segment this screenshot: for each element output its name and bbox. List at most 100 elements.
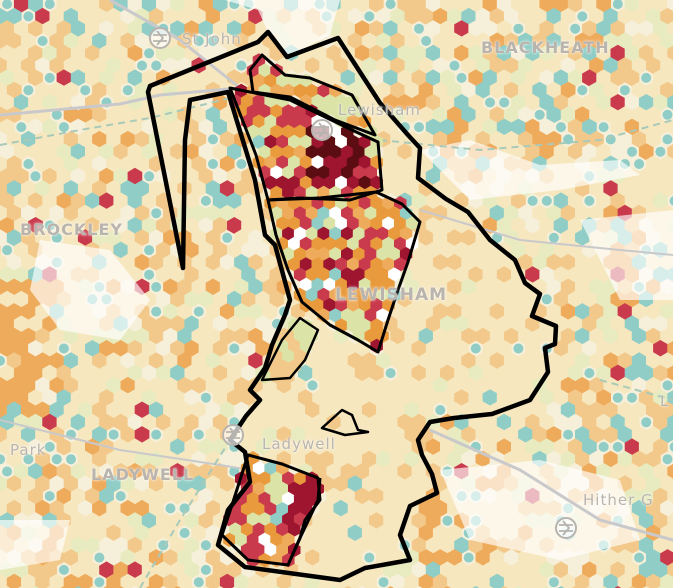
- hex-cell: [319, 352, 334, 370]
- hex-cell: [518, 32, 533, 50]
- hex-cell: [546, 376, 562, 394]
- hex-cell: [106, 81, 121, 99]
- hex-cell: [641, 417, 652, 428]
- hex-cell: [141, 0, 157, 13]
- hex-cell: [503, 327, 519, 345]
- focus-hex-cell: [264, 175, 277, 190]
- hex-cell: [99, 561, 114, 579]
- hex-cell: [177, 573, 192, 588]
- hex-cell: [191, 7, 207, 25]
- hex-cell: [553, 0, 569, 13]
- hex-cell: [414, 23, 424, 34]
- hex-cell: [575, 450, 590, 468]
- hex-cell: [525, 20, 540, 38]
- boundary-outer[interactable]: [145, 29, 559, 583]
- hex-cell: [369, 20, 384, 38]
- hex-cell: [333, 499, 349, 517]
- hex-cell: [305, 57, 320, 75]
- hex-cell: [546, 81, 562, 99]
- hex-cell: [13, 167, 29, 185]
- hex-cell: [496, 20, 512, 38]
- hex-cell: [56, 413, 72, 431]
- hex-cell: [447, 7, 462, 25]
- hex-cell: [624, 463, 640, 480]
- hex-cell: [229, 343, 240, 354]
- hex-cell: [376, 401, 391, 419]
- hex-cell: [312, 512, 327, 530]
- hex-cell: [475, 573, 491, 588]
- hex-cell: [667, 144, 673, 160]
- hex-cell: [163, 106, 178, 124]
- hex-cell: [567, 364, 583, 382]
- hex-cell: [51, 109, 62, 120]
- boundary-small-parcel[interactable]: [320, 408, 370, 437]
- hex-cell: [85, 389, 100, 407]
- hex-cell: [411, 561, 427, 579]
- hex-cell: [461, 57, 477, 75]
- hex-cell: [66, 454, 76, 465]
- hex-cell: [269, 389, 285, 407]
- boundary-ward-thin[interactable]: [260, 316, 320, 382]
- hex-cell: [49, 204, 65, 222]
- hex-cell: [468, 389, 484, 407]
- hex-cell: [503, 426, 519, 444]
- hex-cell: [390, 130, 405, 148]
- hex-cell: [539, 217, 555, 234]
- hex-cell: [205, 180, 221, 198]
- boundary-ward-top[interactable]: [228, 86, 384, 202]
- hex-cell: [35, 401, 50, 419]
- hex-cell: [99, 413, 114, 431]
- focus-hex-cell: [288, 257, 301, 272]
- hex-cell: [21, 229, 36, 247]
- focus-hex-cell: [282, 124, 295, 139]
- hex-cell: [42, 118, 58, 136]
- boundary-inner-line[interactable]: [286, 477, 322, 566]
- hex-cell: [440, 340, 455, 357]
- boundary-strip[interactable]: [248, 53, 377, 137]
- ward-boundaries[interactable]: [145, 29, 559, 583]
- hex-cell: [106, 352, 121, 370]
- focus-hex-cell: [264, 114, 277, 129]
- hex-cell: [598, 441, 609, 452]
- focus-hex-cell: [370, 216, 383, 231]
- rail-station-icon: [222, 424, 244, 446]
- hex-cell: [21, 327, 36, 345]
- focus-hex-cell: [358, 216, 372, 231]
- hex-cell: [560, 106, 576, 124]
- hex-cell: [191, 229, 207, 247]
- hex-cell: [383, 536, 398, 554]
- focus-hex-cell: [370, 277, 383, 292]
- hex-cell: [248, 303, 263, 321]
- hex-cell: [170, 536, 185, 554]
- hex-cell: [404, 7, 420, 25]
- hex-cell: [432, 327, 448, 345]
- hex-cell: [385, 0, 396, 10]
- hex-cell: [191, 130, 207, 148]
- hex-cell: [425, 364, 441, 382]
- hex-cell: [106, 229, 121, 247]
- boundary-ward-mid[interactable]: [266, 190, 422, 354]
- hex-cell: [340, 463, 356, 480]
- hex-cell: [276, 573, 292, 588]
- focus-hex-cell: [317, 206, 330, 221]
- hex-cell: [6, 81, 22, 99]
- hex-cell: [170, 512, 185, 530]
- hex-cell: [624, 192, 640, 210]
- hex-cell: [70, 487, 86, 505]
- hex-cell: [503, 573, 519, 588]
- hex-cell: [461, 327, 477, 345]
- hex-cell: [177, 278, 192, 296]
- hex-cell: [610, 20, 626, 38]
- hex-cell: [646, 81, 661, 99]
- hex-cell: [631, 450, 647, 468]
- hex-cell: [404, 32, 420, 50]
- focus-hex-cell: [370, 318, 383, 333]
- hex-cell: [418, 229, 434, 247]
- hex-cell: [390, 376, 405, 394]
- hex-cell: [646, 57, 661, 75]
- hex-cell: [411, 463, 427, 480]
- hex-cell: [447, 253, 462, 271]
